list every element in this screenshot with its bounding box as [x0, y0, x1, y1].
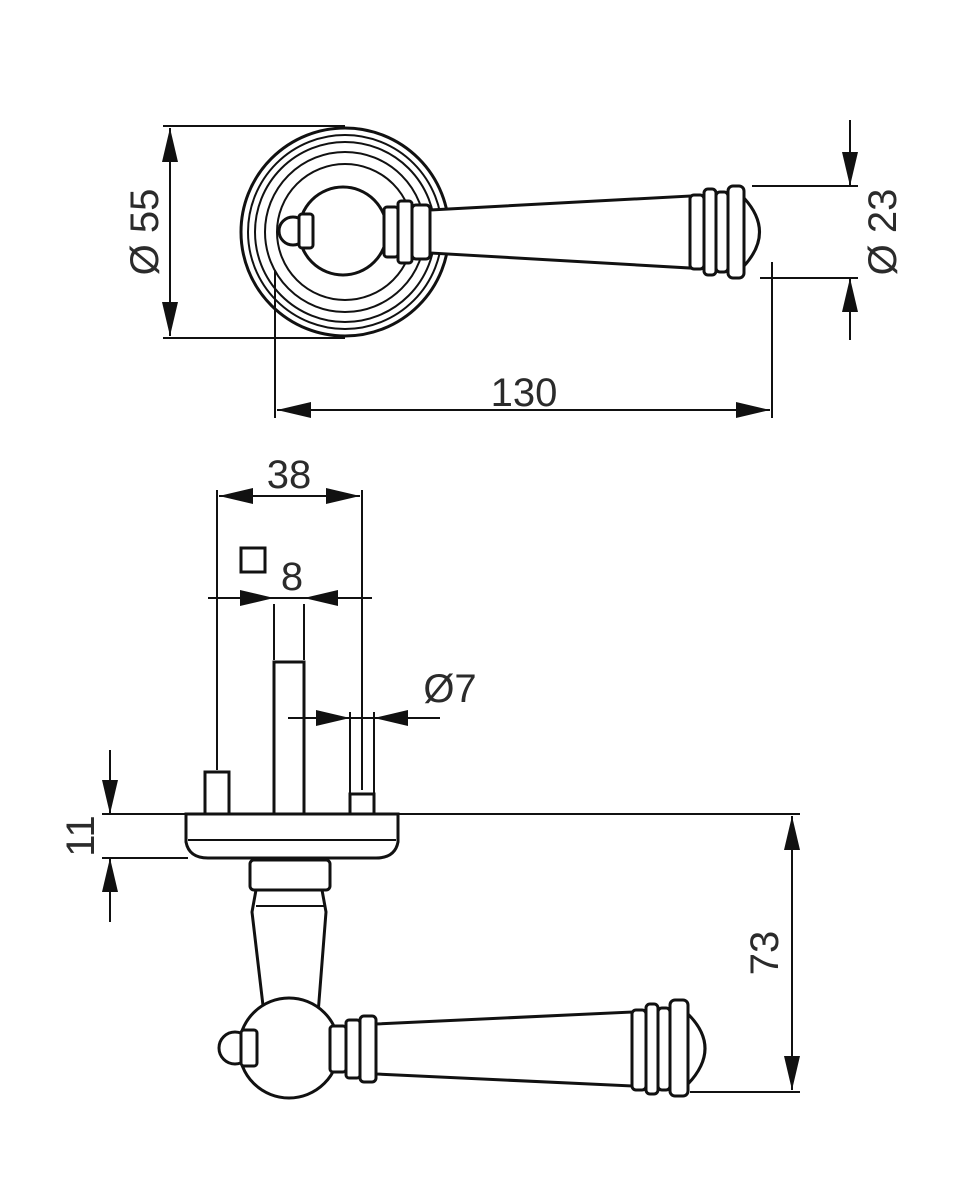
rose-height-label: 11 — [59, 815, 103, 857]
rose-width-label: 38 — [267, 453, 312, 497]
dim-rose-diameter: Ø 55 — [123, 125, 345, 339]
dim-screw-diameter: Ø7 — [288, 667, 477, 794]
top-view: Ø 55 Ø 23 130 — [123, 120, 905, 418]
lever-neck-top — [277, 185, 432, 277]
dim-length: 130 — [274, 262, 773, 418]
rose-diameter-label: Ø 55 — [123, 189, 167, 276]
side-view: 38 8 Ø7 11 — [59, 453, 800, 1100]
total-height-label: 73 — [743, 931, 787, 976]
dim-spindle-square: 8 — [208, 546, 372, 660]
grip-diameter-label: Ø 23 — [861, 189, 905, 276]
rose-plate-side — [184, 812, 400, 860]
screw-diameter-label: Ø7 — [423, 667, 476, 711]
dim-total-height: 73 — [398, 813, 800, 1093]
lever-arm-top — [428, 184, 761, 280]
lever-arm-side — [374, 998, 707, 1098]
dim-grip-diameter: Ø 23 — [752, 120, 905, 340]
spindle-and-pins — [203, 660, 376, 816]
lever-hub-side — [217, 996, 378, 1100]
dim-rose-height: 11 — [59, 750, 188, 922]
spindle-square-label: 8 — [281, 555, 303, 599]
dim-rose-width: 38 — [216, 453, 363, 790]
length-label: 130 — [491, 371, 558, 415]
lever-stem-side — [248, 858, 332, 1016]
square-symbol-icon — [239, 546, 267, 574]
